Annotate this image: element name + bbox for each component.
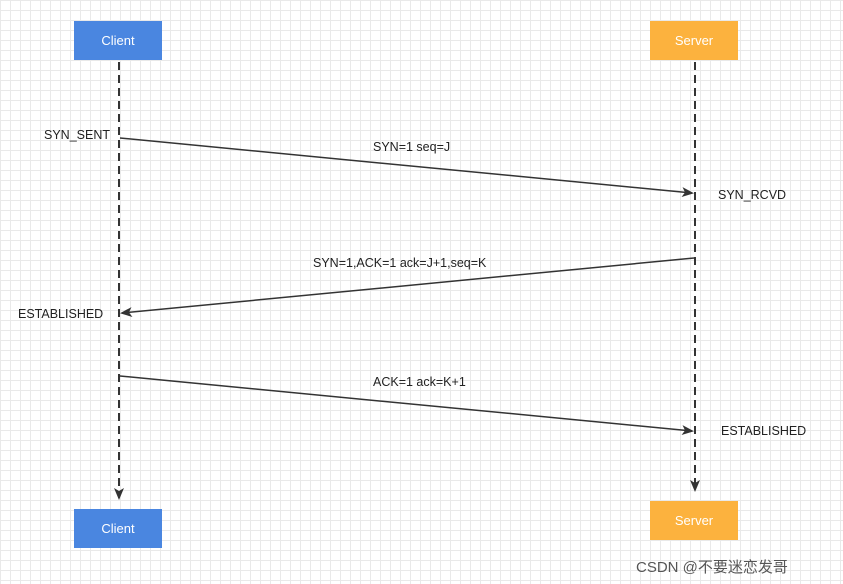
syn-message-label: SYN=1 seq=J [373,140,451,154]
client-established-state: ESTABLISHED [18,307,104,321]
ack-message-label: ACK=1 ack=K+1 [373,375,466,389]
syn-sent-state: SYN_SENT [44,128,110,142]
server-box-top: Server [650,21,738,60]
syn-rcvd-state: SYN_RCVD [718,188,787,202]
syn-ack-arrow [120,257,695,318]
watermark-text: CSDN @不要迷恋发哥 [636,559,788,576]
server-box-bottom: Server [650,501,738,540]
client-box-bottom: Client [74,509,162,548]
server-established-state: ESTABLISHED [721,424,807,438]
client-box-top: Client [74,21,162,60]
syn-arrow [119,137,694,198]
ack-arrow [119,375,694,436]
syn-ack-message-label: SYN=1,ACK=1 ack=J+1,seq=K [313,256,487,270]
